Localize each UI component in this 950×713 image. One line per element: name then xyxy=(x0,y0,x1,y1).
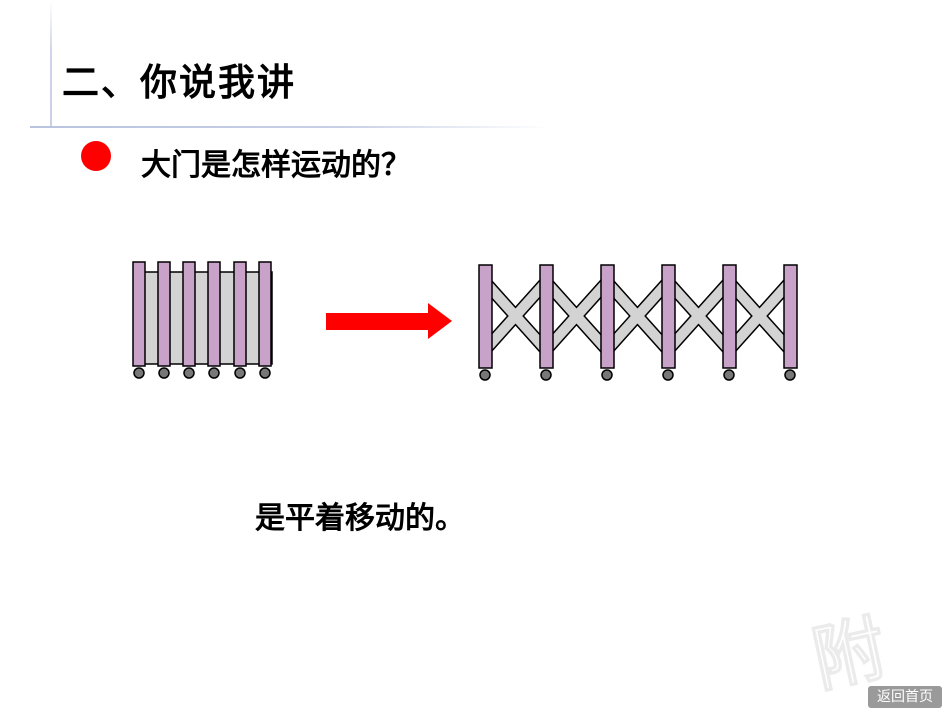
wheel-icon xyxy=(662,369,674,381)
open-gate-post xyxy=(722,264,737,369)
closed-gate-backing xyxy=(135,271,273,365)
open-gate-posts xyxy=(478,264,798,369)
open-gate xyxy=(478,264,798,381)
closed-gate-posts xyxy=(132,261,272,367)
open-gate-post xyxy=(783,264,798,369)
wheel-icon xyxy=(540,369,552,381)
closed-gate-wheels xyxy=(133,367,271,379)
wheel-icon xyxy=(234,367,246,379)
closed-gate xyxy=(132,261,273,379)
open-gate-post xyxy=(600,264,615,369)
wheel-icon xyxy=(479,369,491,381)
wheel-icon xyxy=(259,367,271,379)
wheel-icon xyxy=(784,369,796,381)
open-gate-post xyxy=(478,264,493,369)
answer-text: 是平着移动的。 xyxy=(255,501,465,536)
wheel-icon xyxy=(158,367,170,379)
open-gate-post xyxy=(539,264,554,369)
question-text: 大门是怎样运动的？ xyxy=(141,148,411,183)
red-bullet-icon xyxy=(81,141,111,171)
open-gate-crossbars xyxy=(480,277,795,355)
closed-gate-post xyxy=(132,261,146,367)
slide-title: 二、你说我讲 xyxy=(62,61,296,104)
wheel-icon xyxy=(723,369,735,381)
red-arrow-icon xyxy=(326,303,452,339)
closed-gate-post xyxy=(258,261,272,367)
closed-gate-post xyxy=(157,261,171,367)
title-horizontal-rule xyxy=(30,126,550,128)
wheel-icon xyxy=(183,367,195,379)
closed-gate-post xyxy=(207,261,221,367)
wheel-icon xyxy=(133,367,145,379)
wheel-icon xyxy=(208,367,220,379)
title-vertical-rule xyxy=(50,0,52,128)
open-gate-post xyxy=(661,264,676,369)
closed-gate-post xyxy=(182,261,196,367)
wheel-icon xyxy=(601,369,613,381)
closed-gate-post xyxy=(233,261,247,367)
open-gate-wheels xyxy=(479,369,796,381)
home-button[interactable]: 返回首页 xyxy=(868,686,942,708)
